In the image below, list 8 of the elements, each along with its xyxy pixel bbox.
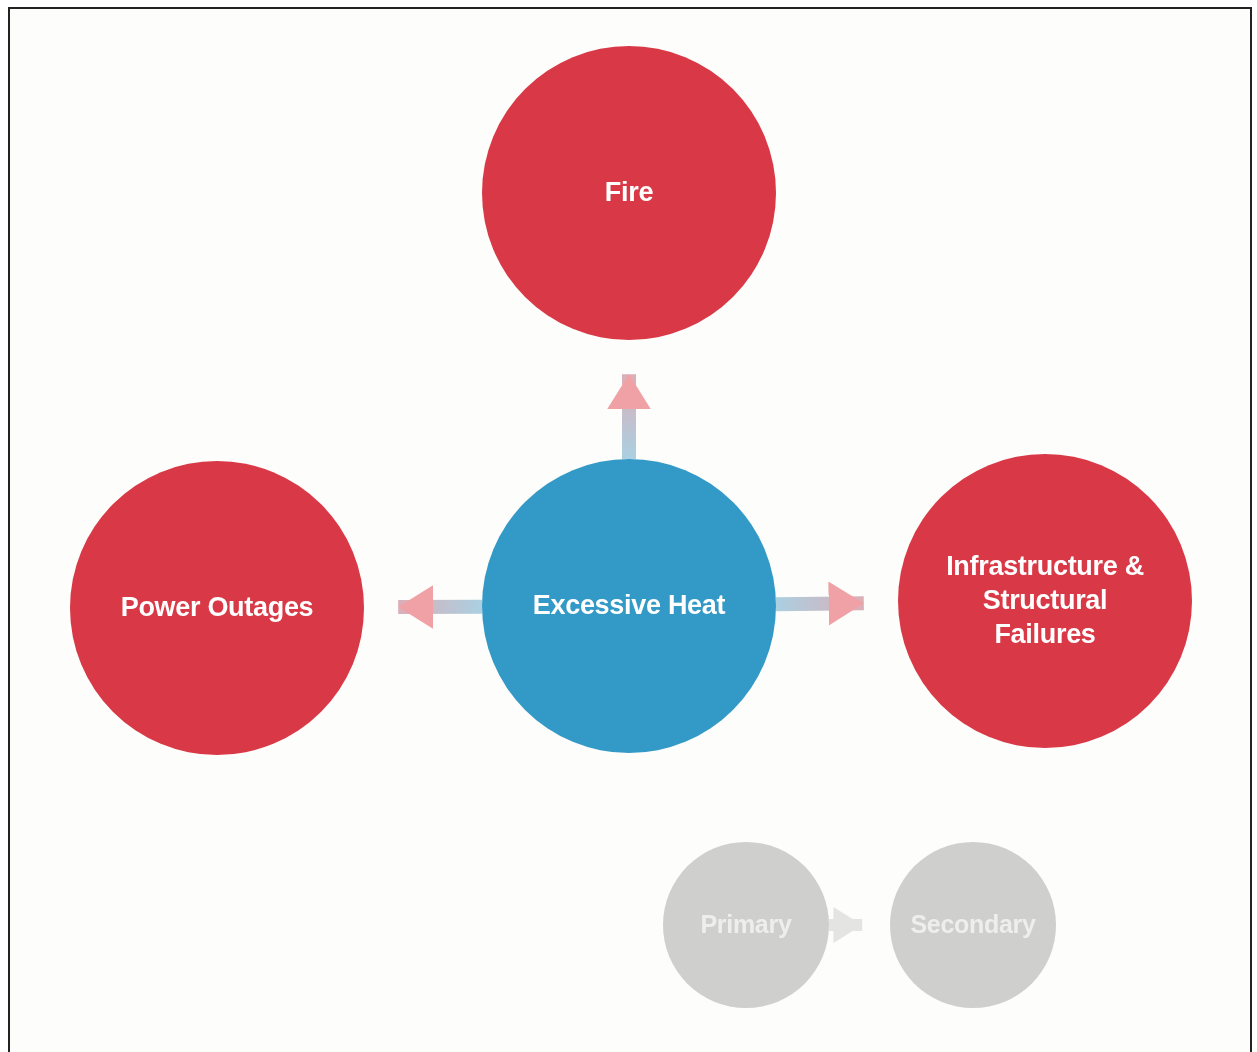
node-label: Infrastructure & Structural Failures xyxy=(945,550,1145,651)
arrow xyxy=(775,581,864,626)
arrow xyxy=(398,584,483,629)
node-label: Excessive Heat xyxy=(532,589,726,623)
arrow xyxy=(607,374,651,459)
node-label: Fire xyxy=(604,176,654,210)
arrow xyxy=(829,907,863,943)
node-label: Power Outages xyxy=(120,591,314,625)
